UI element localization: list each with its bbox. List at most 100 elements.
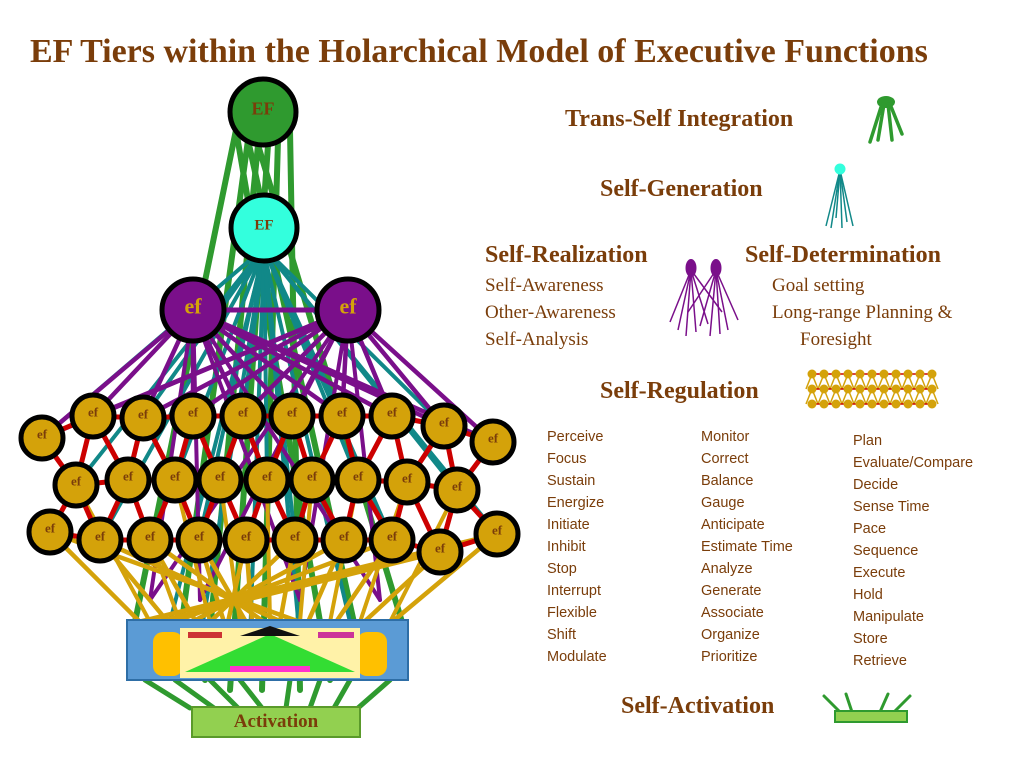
regulation-grid (805, 369, 939, 409)
top-ef-node (227, 76, 299, 148)
regulation-item: Sequence (853, 543, 919, 559)
regulation-grid-node (879, 369, 889, 379)
regulation-item: Monitor (701, 429, 750, 445)
connection-line (142, 677, 193, 711)
activation-block-left-cap (153, 632, 183, 676)
regulation-grid-node (819, 399, 829, 409)
regulation-item: Sense Time (853, 499, 930, 515)
ef-node-label: ef (71, 474, 82, 489)
activation-block-mound (185, 634, 355, 672)
regulation-grid-node (891, 384, 901, 394)
regulation-item: Sustain (547, 473, 596, 489)
tier-self-regulation: Self-Regulation (600, 378, 759, 404)
regulation-item: Anticipate (701, 517, 765, 533)
self-realization-item: Other-Awareness (485, 302, 616, 323)
ef-node (76, 516, 124, 564)
regulation-item: Flexible (547, 605, 597, 621)
connection-line (331, 677, 353, 711)
regulation-grid-node (855, 384, 865, 394)
third-ef-node (159, 276, 227, 344)
regulation-grid-node (867, 369, 877, 379)
regulation-item: Organize (701, 627, 760, 643)
ef-node-label: ef (45, 521, 56, 536)
ef-node (18, 414, 66, 462)
self-realization-item: Self-Analysis (485, 329, 589, 350)
regulation-grid-node (807, 399, 817, 409)
regulation-item: Associate (701, 605, 764, 621)
regulation-item: Evaluate/Compare (853, 455, 974, 471)
self-regulation-column-2: Monitor Correct Balance Gauge Anticipate… (701, 426, 793, 668)
regulation-item: Pace (853, 521, 887, 537)
regulation-grid-node (807, 384, 817, 394)
connection-line (283, 677, 293, 711)
ef-node (169, 392, 217, 440)
regulation-grid-node (927, 399, 937, 409)
ef-node (334, 456, 382, 504)
ef-node-label: ef (307, 469, 318, 484)
regulation-grid-node (867, 384, 877, 394)
self-realization-items: Self-Awareness Other-Awareness Self-Anal… (485, 272, 616, 353)
ef-node-label: ef (353, 469, 364, 484)
regulation-grid-node (879, 384, 889, 394)
self-regulation-icon (805, 369, 939, 409)
ef-node-label: ef (138, 407, 149, 422)
regulation-item: Shift (547, 627, 577, 643)
ef-node-label: ef (488, 431, 499, 446)
ef-node (271, 516, 319, 564)
regulation-item: Hold (853, 587, 883, 603)
ef-node (104, 456, 152, 504)
ef-node (126, 516, 174, 564)
connection-line (265, 478, 272, 624)
connection-line (355, 677, 393, 711)
ef-node-label: ef (287, 405, 298, 420)
regulation-grid-node (903, 399, 913, 409)
second-ef-node (228, 192, 300, 264)
self-determination-items: Goal setting Long-range Planning & Fores… (772, 272, 952, 353)
ef-node (420, 402, 468, 450)
regulation-item: Perceive (547, 429, 604, 445)
activation-block-detail (318, 632, 354, 638)
ef-node-label: ef (262, 469, 273, 484)
self-generation-icon (825, 163, 854, 229)
activation-block-peak (240, 626, 300, 636)
regulation-grid-node (807, 369, 817, 379)
activation-block-detail (188, 632, 222, 638)
ef-node (151, 456, 199, 504)
regulation-item: Energize (547, 495, 605, 511)
self-regulation-column-3: Plan Evaluate/Compare Decide Sense Time … (853, 430, 973, 672)
regulation-item: Store (853, 631, 888, 647)
ef-node (119, 394, 167, 442)
ef-node (196, 456, 244, 504)
ef-node (26, 508, 74, 556)
ef-node-label: ef (123, 469, 134, 484)
self-realization-item: Self-Awareness (485, 275, 604, 296)
tier-self-activation: Self-Activation (621, 693, 775, 719)
regulation-item: Execute (853, 565, 906, 581)
regulation-grid-node (855, 399, 865, 409)
regulation-item: Balance (701, 473, 754, 489)
connection-line (172, 677, 217, 711)
ef-node (318, 392, 366, 440)
regulation-item: Manipulate (853, 609, 924, 625)
regulation-item: Correct (701, 451, 749, 467)
regulation-grid-node (819, 384, 829, 394)
ef-node (288, 456, 336, 504)
third-ef-node (314, 276, 382, 344)
regulation-item: Interrupt (547, 583, 601, 599)
regulation-grid-node (903, 369, 913, 379)
self-regulation-column-1: Perceive Focus Sustain Energize Initiate… (547, 426, 607, 668)
tier-self-determination: Self-Determination (745, 242, 941, 268)
regulation-grid-node (927, 369, 937, 379)
regulation-item: Generate (701, 583, 762, 599)
ef-node (243, 456, 291, 504)
second-ef-node-label: EF (254, 217, 273, 233)
regulation-grid-node (915, 399, 925, 409)
third-ef-node-label: ef (339, 294, 357, 319)
third-ef-node-label: ef (184, 294, 202, 319)
ef-node-label: ef (435, 541, 446, 556)
ef-node (433, 466, 481, 514)
regulation-item: Decide (853, 477, 899, 493)
ef-node (175, 516, 223, 564)
regulation-grid-node (867, 399, 877, 409)
regulation-item: Initiate (547, 517, 590, 533)
